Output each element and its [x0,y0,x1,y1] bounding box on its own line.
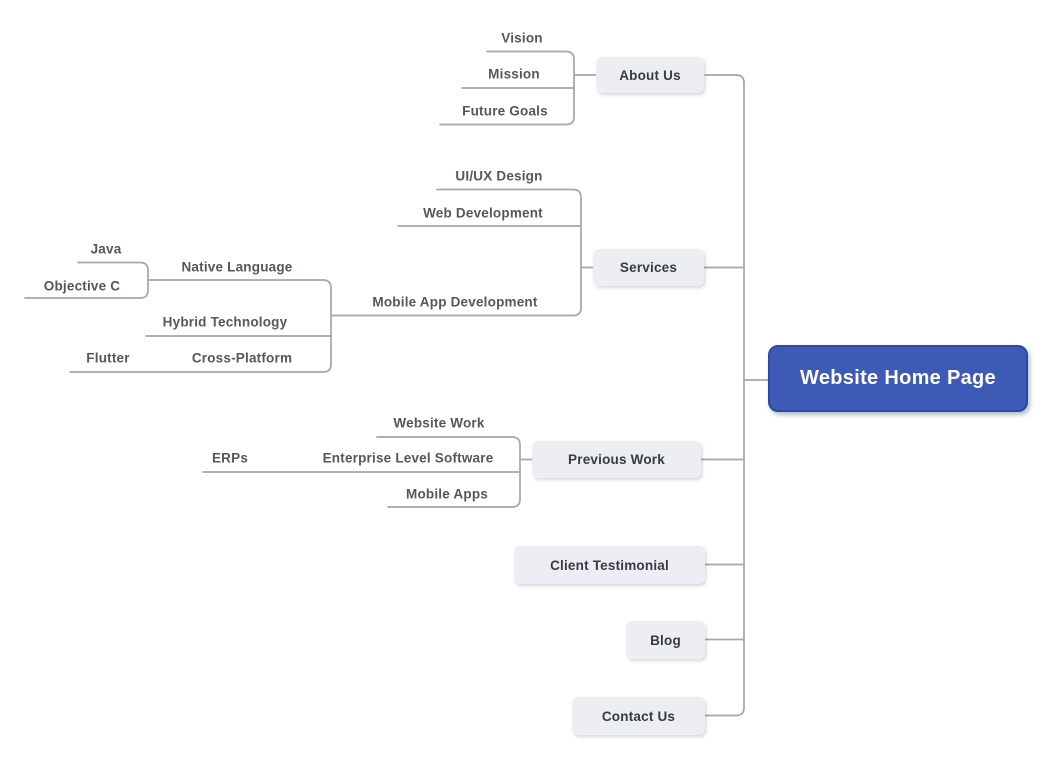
node-hybrid-technology[interactable]: Hybrid Technology [162,314,288,330]
node-flutter[interactable]: Flutter [86,350,130,366]
node-website-work[interactable]: Website Work [393,415,485,431]
node-erps[interactable]: ERPs [211,450,249,466]
node-blog[interactable]: Blog [626,621,705,659]
connector-trunk [704,74,745,717]
node-web-development[interactable]: Web Development [423,205,543,221]
node-mission[interactable]: Mission [488,66,540,82]
node-enterprise-level-software[interactable]: Enterprise Level Software [322,450,494,466]
node-future-goals[interactable]: Future Goals [462,103,548,119]
node-client-testimonial[interactable]: Client Testimonial [514,546,705,584]
node-about-us[interactable]: About Us [596,57,704,93]
connector-services-children [330,188,582,317]
node-objective-c[interactable]: Objective C [43,278,121,294]
node-services[interactable]: Services [593,249,704,286]
node-uiux-design[interactable]: UI/UX Design [455,168,543,184]
node-previous-work[interactable]: Previous Work [532,441,701,478]
node-java[interactable]: Java [90,241,122,257]
node-website-home-page[interactable]: Website Home Page [768,345,1028,412]
connector-mobile-app-children [69,279,332,373]
node-mobile-apps[interactable]: Mobile Apps [406,486,488,502]
node-contact-us[interactable]: Contact Us [572,697,705,735]
connector-native-language-children [24,261,149,299]
node-native-language[interactable]: Native Language [181,259,293,275]
node-cross-platform[interactable]: Cross-Platform [191,350,293,366]
node-mobile-app-development[interactable]: Mobile App Development [372,294,538,310]
node-vision[interactable]: Vision [501,30,543,46]
